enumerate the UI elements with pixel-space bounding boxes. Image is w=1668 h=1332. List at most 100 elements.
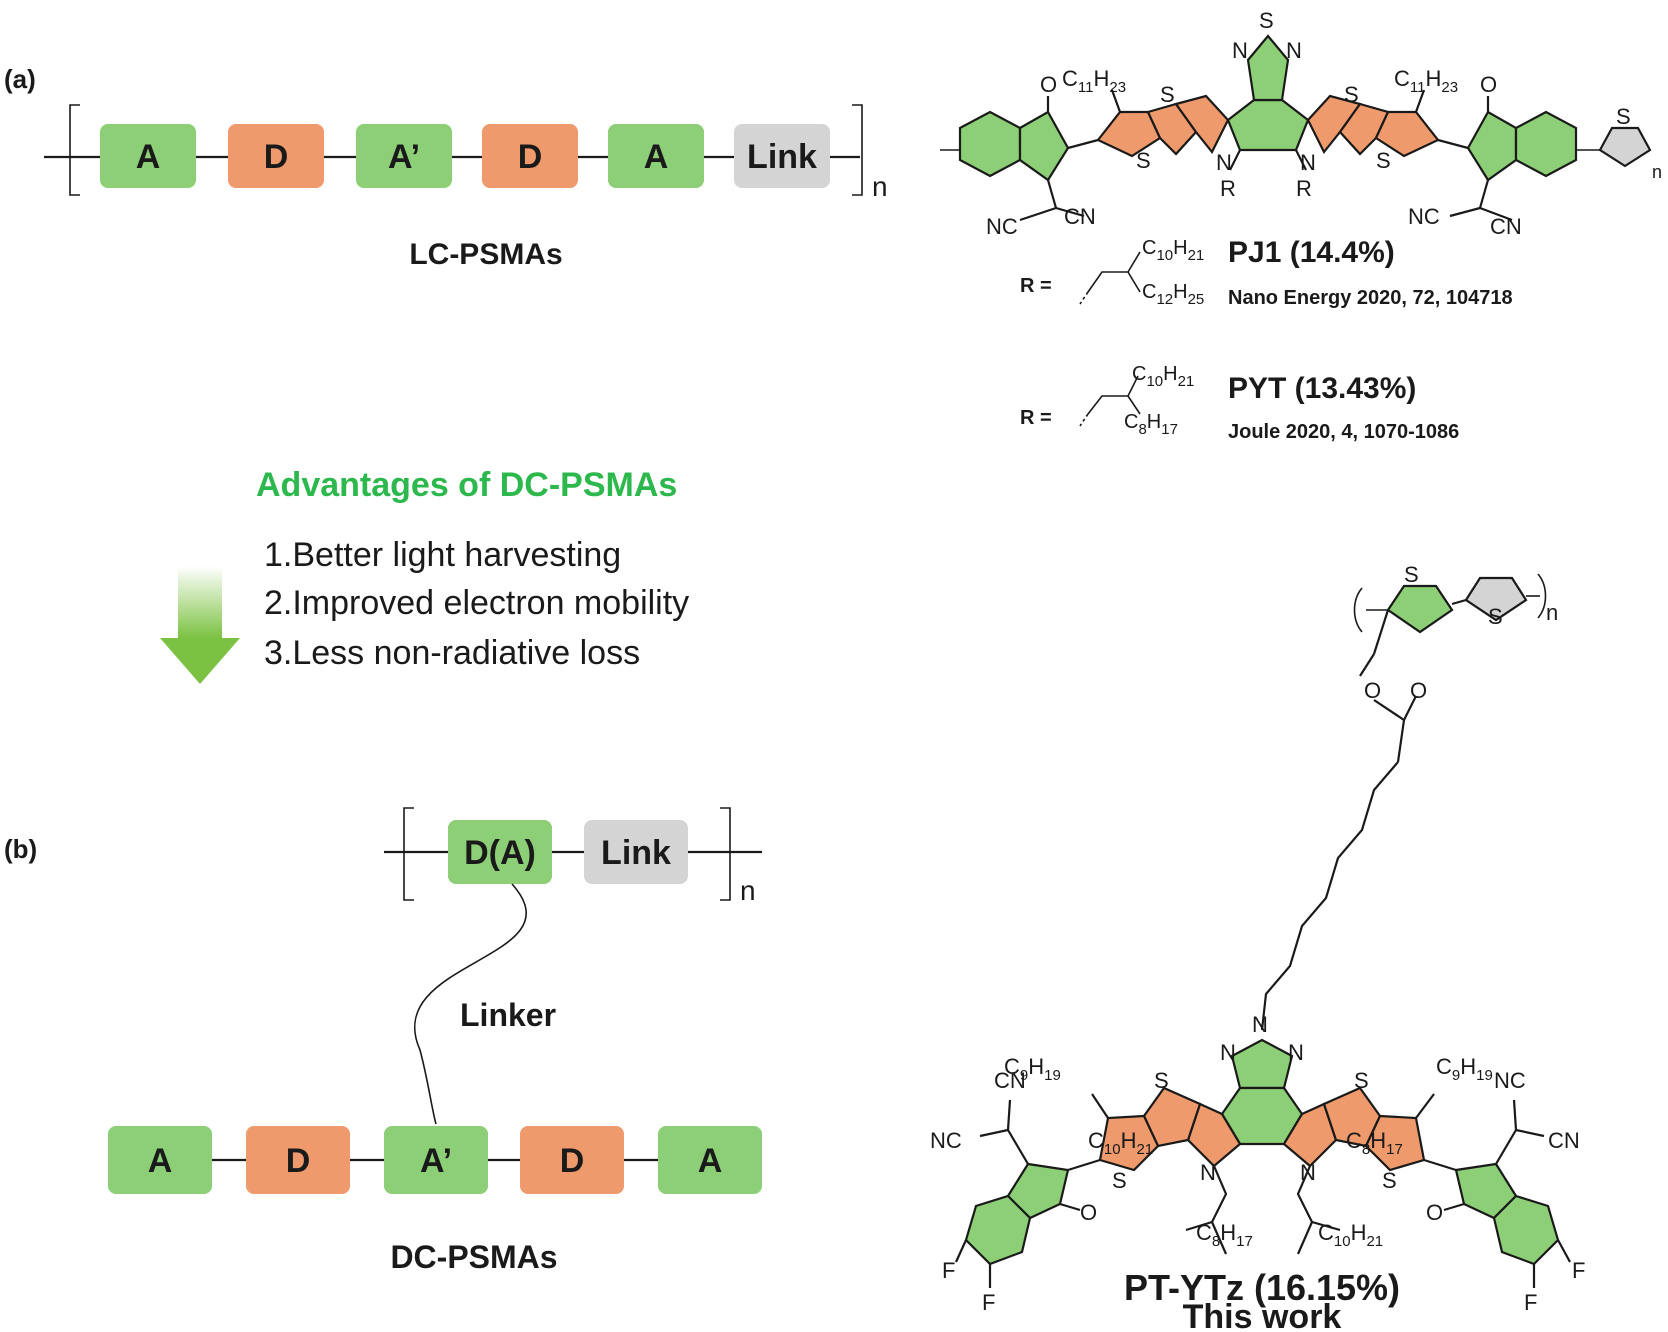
pj1-c11h23-right: C11H23 bbox=[1394, 66, 1458, 96]
pt-o-left: O bbox=[1080, 1200, 1097, 1225]
pyt-c8h17: C8H17 bbox=[1124, 411, 1178, 438]
pyt-reference: Joule 2020, 4, 1070-1086 bbox=[1228, 421, 1459, 443]
pj1-reference: Nano Energy 2020, 72, 104718 bbox=[1228, 287, 1513, 309]
pt-n-left: N bbox=[1200, 1160, 1216, 1185]
pt-left-pyrrole bbox=[1186, 1102, 1242, 1168]
pt-backbone-thiophene bbox=[1386, 584, 1454, 634]
pt-f-right-2: F bbox=[1524, 1290, 1537, 1315]
advantage-item-1: 1.Better light harvesting bbox=[264, 536, 621, 574]
pt-right-thiophene-outer bbox=[1364, 1114, 1426, 1172]
chain-block-donor-2 bbox=[482, 124, 578, 188]
pt-n-triazole-top: N bbox=[1252, 1012, 1268, 1037]
panel-a-label: (a) bbox=[4, 64, 36, 94]
chain-block-acceptor-1 bbox=[100, 124, 196, 188]
chain-block-label-5: A bbox=[644, 138, 669, 176]
left-pyrrole bbox=[1174, 94, 1230, 155]
pj1-c10h21: C10H21 bbox=[1142, 237, 1204, 264]
small-block-label-5: A bbox=[698, 1142, 723, 1180]
pj1-molecule bbox=[940, 34, 1652, 222]
left-benzene-ring bbox=[958, 110, 1022, 178]
chain-block-link bbox=[734, 124, 830, 188]
pj1-r-equals: R = bbox=[1020, 275, 1052, 297]
pj1-s-link-thiophene: S bbox=[1616, 104, 1631, 129]
pt-cn-right: CN bbox=[1548, 1128, 1580, 1153]
pt-c10h21-right: C10H21 bbox=[1318, 1220, 1383, 1250]
pt-o-carbonyl: O bbox=[1410, 678, 1427, 703]
small-block-donor-1 bbox=[246, 1126, 350, 1194]
pt-f-right-1: F bbox=[1572, 1258, 1585, 1283]
pj1-side-chain bbox=[1079, 251, 1141, 305]
pyt-c10h21: C10H21 bbox=[1132, 363, 1194, 390]
pt-o-right: O bbox=[1426, 1200, 1443, 1225]
pt-s-link: S bbox=[1488, 604, 1503, 629]
pt-s-left-top: S bbox=[1154, 1068, 1169, 1093]
pt-repeat-n: n bbox=[1546, 600, 1558, 625]
lc-psma-caption: LC-PSMAs bbox=[409, 238, 562, 271]
pt-ytz-subtitle: This work bbox=[1183, 1298, 1342, 1332]
link-thiophene bbox=[1598, 126, 1652, 168]
pj1-n-right-thiadiazole: N bbox=[1286, 38, 1302, 63]
pj1-s-right-top: S bbox=[1344, 82, 1359, 107]
chain-block-label-4: D bbox=[518, 138, 543, 176]
down-arrow-icon bbox=[160, 566, 240, 684]
core-benzene bbox=[1226, 98, 1310, 152]
pyt-side-chain bbox=[1079, 375, 1141, 427]
linker-label: Linker bbox=[460, 997, 556, 1033]
chain-block-label-1: A bbox=[136, 138, 161, 176]
pt-n-right: N bbox=[1300, 1160, 1316, 1185]
pt-f-left-2: F bbox=[982, 1290, 995, 1315]
chain-block-acceptor-2 bbox=[608, 124, 704, 188]
right-thiophene-outer bbox=[1374, 110, 1440, 158]
right-cyclopentanone bbox=[1466, 110, 1518, 182]
pj1-n-left-thiadiazole: N bbox=[1232, 38, 1248, 63]
pj1-c12h25: C12H25 bbox=[1142, 281, 1204, 308]
core-thiadiazole bbox=[1246, 34, 1290, 102]
polymer-block-link bbox=[584, 820, 688, 884]
polymer-block-label-2: Link bbox=[601, 834, 671, 872]
pj1-o-left: O bbox=[1040, 72, 1057, 97]
pyt-r-equals: R = bbox=[1020, 407, 1052, 429]
pt-f-left-1: F bbox=[942, 1258, 955, 1283]
pj1-s-left-bottom: S bbox=[1136, 148, 1151, 173]
small-block-label-4: D bbox=[560, 1142, 585, 1180]
chain-repeat-n: n bbox=[872, 171, 888, 202]
pt-left-thiophene-outer bbox=[1098, 1114, 1160, 1172]
pt-nc-right: NC bbox=[1494, 1068, 1526, 1093]
linker-curve bbox=[413, 883, 528, 1125]
small-block-acceptor-1 bbox=[108, 1126, 212, 1194]
pt-c8h17-left: C8H17 bbox=[1196, 1220, 1253, 1250]
polymer-block-label-1: D(A) bbox=[464, 834, 536, 872]
dc-psma-small-chain: A D A’ D A bbox=[108, 1126, 762, 1194]
advantage-item-3: 3.Less non-radiative loss bbox=[264, 634, 640, 672]
pt-triazole bbox=[1230, 1038, 1294, 1090]
pj1-r-right: R bbox=[1296, 176, 1312, 201]
chain-block-donor-1 bbox=[228, 124, 324, 188]
pt-c9h19-left: C9H19 bbox=[1004, 1054, 1061, 1084]
small-block-label-2: D bbox=[286, 1142, 311, 1180]
lc-psma-chain: A D A’ D A Link n bbox=[44, 104, 888, 202]
pt-s-right-top: S bbox=[1354, 1068, 1369, 1093]
pt-nc-left: NC bbox=[930, 1128, 962, 1153]
dc-psma-caption: DC-PSMAs bbox=[390, 1239, 557, 1275]
pj1-s-right-bottom: S bbox=[1376, 148, 1391, 173]
pj1-r-left: R bbox=[1220, 176, 1236, 201]
pt-s-left-bottom: S bbox=[1112, 1168, 1127, 1193]
pj1-n-right: N bbox=[1300, 150, 1316, 175]
right-benzene-ring bbox=[1514, 110, 1578, 178]
pyt-name: PYT (13.43%) bbox=[1228, 372, 1416, 405]
polymer-repeat-n: n bbox=[740, 875, 756, 906]
pj1-cn-right: CN bbox=[1490, 214, 1522, 239]
advantages-title: Advantages of DC-PSMAs bbox=[256, 466, 677, 504]
pj1-nc-left: NC bbox=[986, 214, 1018, 239]
pt-c9h19-right: C9H19 bbox=[1436, 1054, 1493, 1084]
advantage-item-2: 2.Improved electron mobility bbox=[264, 584, 689, 622]
pt-n-triazole-right: N bbox=[1288, 1040, 1304, 1065]
small-block-donor-2 bbox=[520, 1126, 624, 1194]
pj1-o-right: O bbox=[1480, 72, 1497, 97]
pt-c8h17-right: C8H17 bbox=[1346, 1128, 1403, 1158]
pj1-name: PJ1 (14.4%) bbox=[1228, 236, 1395, 269]
pt-c10h21-left: C10H21 bbox=[1088, 1128, 1153, 1158]
pt-o-ester: O bbox=[1364, 678, 1381, 703]
chain-block-acceptor-core bbox=[356, 124, 452, 188]
